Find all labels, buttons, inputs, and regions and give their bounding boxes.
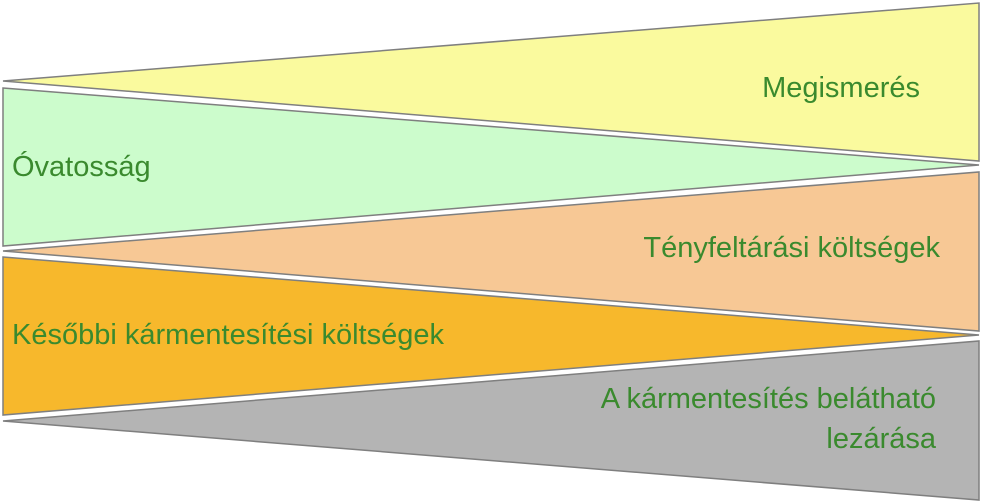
wedge-kesobbi-label: Későbbi kármentesítési költségek	[12, 319, 444, 351]
wedge-megismeres	[2, 2, 980, 162]
wedge-kesobbi	[2, 256, 980, 416]
wedge-ovatossag-label: Óvatosság	[12, 150, 151, 183]
wedge-lezarasa-label-line2: lezárása	[826, 423, 936, 455]
wedge-tenyfeltarasi-label: Tényfeltárási költségek	[643, 232, 940, 264]
wedge-megismeres-label: Megismerés	[762, 72, 920, 104]
wedge-tenyfeltarasi	[2, 171, 980, 332]
wedge-lezarasa-label-line1: A kármentesítés belátható	[601, 383, 936, 415]
wedge-ovatossag	[2, 87, 980, 247]
wedge-lezarasa	[2, 340, 980, 501]
